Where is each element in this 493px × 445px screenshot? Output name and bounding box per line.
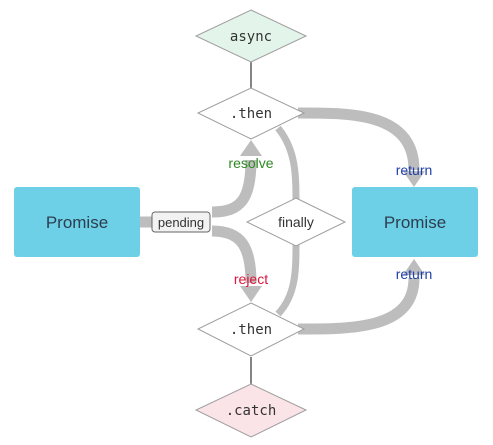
catch-label: .catch — [226, 403, 277, 419]
promise-left-label: Promise — [46, 213, 108, 232]
finally-line-bottom — [275, 242, 300, 317]
then-bottom-label: .then — [230, 322, 272, 338]
return-bottom-label: return — [396, 266, 433, 282]
then-top-label: .then — [230, 106, 272, 122]
reject-arrow-line — [211, 225, 257, 284]
reject-arrowhead — [240, 286, 262, 302]
catch-node — [194, 383, 308, 438]
return-bottom-arrow-line — [297, 277, 420, 335]
resolve-arrowhead — [240, 140, 262, 156]
resolve-arrow-line — [211, 159, 257, 218]
return-bottom-arrowhead — [403, 259, 425, 275]
return-top-arrow-line — [297, 107, 420, 171]
return-top-arrowhead — [403, 171, 425, 187]
then-top-node — [196, 87, 306, 140]
reject-label: reject — [234, 271, 268, 287]
resolve-label: resolve — [228, 155, 273, 171]
promise-right-label: Promise — [384, 213, 446, 232]
async-node — [194, 9, 308, 63]
pending-label: pending — [158, 215, 204, 230]
finally-label: finally — [278, 214, 314, 230]
finally-node — [245, 197, 347, 247]
return-top-label: return — [396, 162, 433, 178]
pending-badge — [151, 211, 211, 233]
promise-right-node — [352, 187, 478, 257]
then-bottom-node — [196, 302, 306, 357]
async-label: async — [230, 29, 272, 45]
finally-line-top — [275, 125, 300, 206]
promise-left-node — [14, 187, 140, 257]
